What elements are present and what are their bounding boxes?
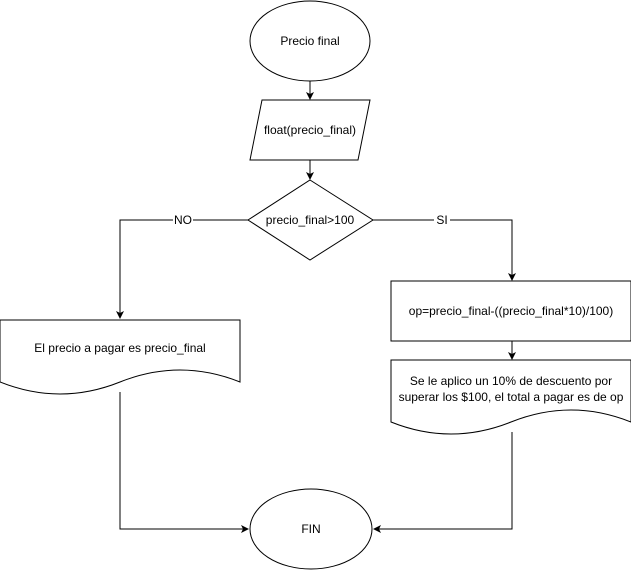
end-terminal	[249, 488, 373, 570]
calc-label: op=precio_final-((precio_final*10)/100)	[409, 304, 613, 318]
edge-label-no: NO	[174, 213, 192, 227]
start-terminal	[249, 0, 371, 82]
edge-decision-si	[373, 219, 516, 281]
input-label: float(precio_final)	[264, 123, 356, 137]
output-si-label-line2: superar los $100, el total a pagar es de…	[399, 390, 624, 404]
edge-output-no-to-end	[119, 392, 249, 533]
end-label: FIN	[301, 522, 320, 536]
input-parallelogram	[249, 99, 371, 161]
decision-diamond	[247, 179, 374, 261]
output-si-document	[390, 359, 631, 435]
output-si-label-line1: Se le aplico un 10% de descuento por	[410, 374, 612, 388]
edge-label-si: SI	[436, 213, 447, 227]
decision-label: precio_final>100	[266, 213, 355, 227]
edge-output-si-to-end	[373, 432, 513, 533]
edge-decision-no	[116, 219, 248, 319]
output-no-document	[0, 319, 241, 395]
output-no-label: El precio a pagar es precio_final	[34, 341, 205, 355]
start-label: Precio final	[280, 34, 339, 48]
calc-process	[390, 280, 631, 342]
